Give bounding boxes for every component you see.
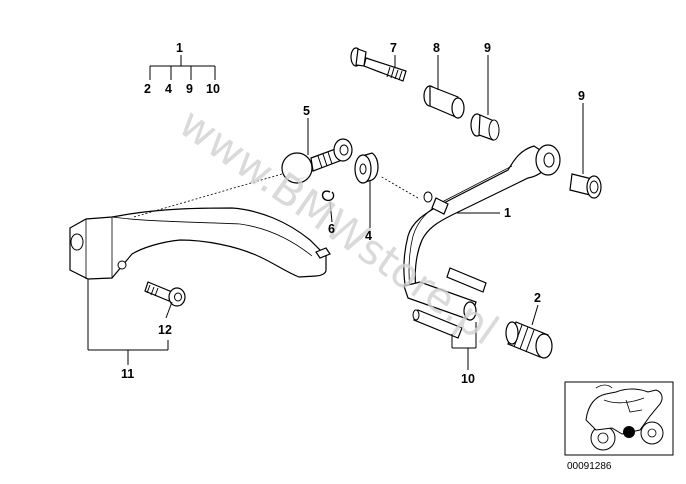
callout-4-top: 4 <box>165 82 172 96</box>
footpeg-rubber-2 <box>505 321 553 359</box>
callout-2: 2 <box>534 291 541 305</box>
circlip-6 <box>321 190 335 202</box>
bushing-9b <box>569 173 602 199</box>
bushing-9a <box>470 113 500 141</box>
diagram-code: 00091286 <box>567 461 612 472</box>
pin-10 <box>412 267 487 339</box>
callout-11: 11 <box>121 367 134 381</box>
ball-joint-5 <box>281 138 353 184</box>
leader-lines <box>87 55 584 370</box>
callout-10-top: 10 <box>206 82 220 96</box>
callout-4: 4 <box>365 229 372 243</box>
bolt-7 <box>350 47 407 82</box>
lever-assembly-1 <box>379 144 561 321</box>
shift-lever-11 <box>69 207 331 280</box>
callout-5: 5 <box>303 104 310 118</box>
callout-10: 10 <box>461 372 475 386</box>
callout-6: 6 <box>328 222 335 236</box>
bush-4 <box>354 152 379 184</box>
sleeve-8 <box>423 85 465 119</box>
callout-9-top: 9 <box>186 82 193 96</box>
callout-9b: 9 <box>578 89 585 103</box>
screw-12 <box>144 281 186 307</box>
callout-8: 8 <box>433 41 440 55</box>
locator-marker <box>623 426 635 438</box>
motorcycle-icon <box>585 384 664 451</box>
callout-12: 12 <box>158 323 172 337</box>
locator-thumbnail <box>564 381 674 456</box>
callout-1-top: 1 <box>176 41 183 55</box>
callout-2-top: 2 <box>144 82 151 96</box>
callout-7: 7 <box>390 41 397 55</box>
callout-9a: 9 <box>484 41 491 55</box>
callout-1: 1 <box>504 206 511 220</box>
